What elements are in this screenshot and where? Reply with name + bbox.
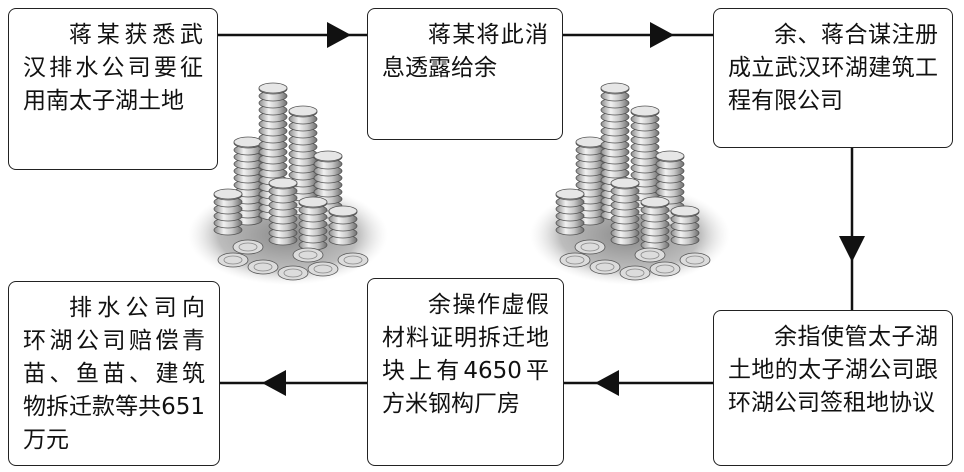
connector-1-2 <box>218 22 367 48</box>
step-box-5: 余操作虚假材料证明拆迁地块上有4650平方米钢构厂房 <box>367 278 564 466</box>
step-text-4: 余指使管太子湖土地的太子湖公司跟环湖公司签租地协议 <box>728 324 938 416</box>
connector-4-5 <box>564 370 713 396</box>
step-text-2: 蒋某将此消息透露给余 <box>382 22 548 81</box>
step-text-1: 蒋某获悉武汉排水公司要征用南太子湖土地 <box>23 22 203 114</box>
coin-stack-icon <box>188 82 388 285</box>
step-box-2: 蒋某将此消息透露给余 <box>367 8 563 140</box>
coin-stack-icon <box>530 82 730 285</box>
connector-2-3 <box>563 22 713 48</box>
connector-3-4 <box>839 148 865 310</box>
step-text-3: 余、蒋合谋注册成立武汉环湖建筑工程有限公司 <box>728 22 938 114</box>
step-text-5: 余操作虚假材料证明拆迁地块上有4650平方米钢构厂房 <box>382 292 549 417</box>
step-box-4: 余指使管太子湖土地的太子湖公司跟环湖公司签租地协议 <box>713 310 953 466</box>
step-box-6: 排水公司向环湖公司赔偿青苗、鱼苗、建筑物拆迁款等共651万元 <box>8 281 220 466</box>
step-box-3: 余、蒋合谋注册成立武汉环湖建筑工程有限公司 <box>713 8 953 148</box>
step-box-1: 蒋某获悉武汉排水公司要征用南太子湖土地 <box>8 8 218 170</box>
connector-5-6 <box>220 370 367 396</box>
step-text-6: 排水公司向环湖公司赔偿青苗、鱼苗、建筑物拆迁款等共651万元 <box>23 295 205 453</box>
